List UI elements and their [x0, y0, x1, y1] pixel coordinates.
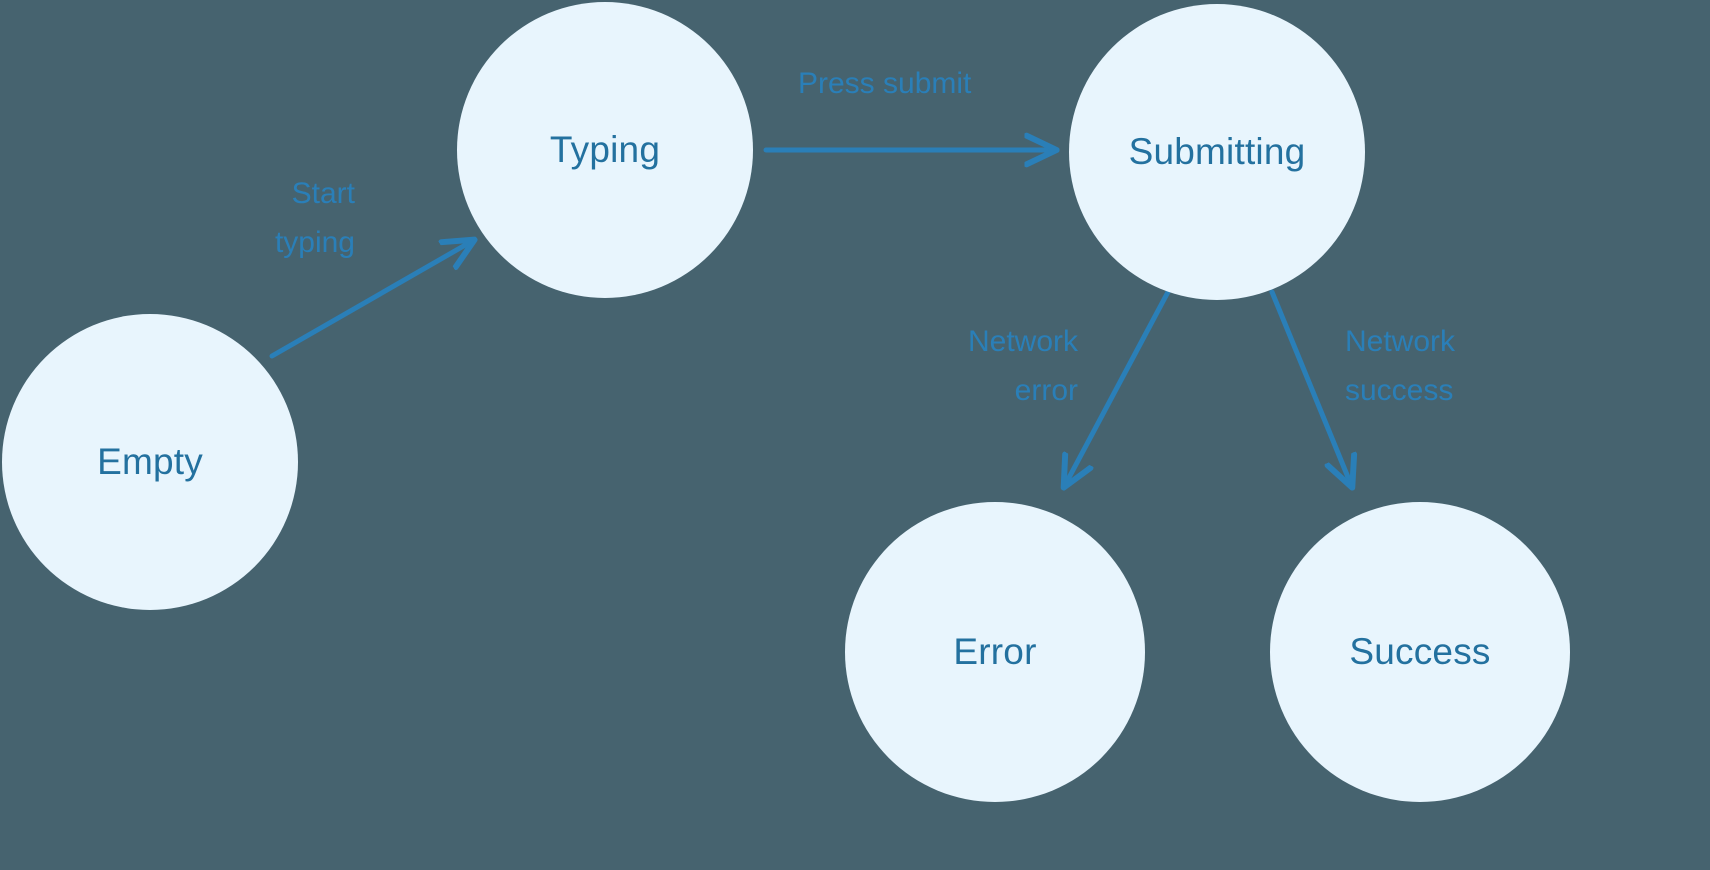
node-success-label: Success	[1349, 631, 1491, 672]
edge-label-network-success: Network success	[1345, 318, 1555, 415]
node-typing[interactable]: Typing	[457, 2, 753, 298]
node-submitting[interactable]: Submitting	[1069, 4, 1365, 300]
edge-label-start-typing: Start typing	[195, 170, 355, 267]
node-success[interactable]: Success	[1270, 502, 1570, 802]
edge-label-start-typing-line2: typing	[274, 225, 355, 259]
node-empty[interactable]: Empty	[2, 314, 298, 610]
edge-label-network-error-line2: error	[1014, 373, 1078, 407]
edge-submitting-to-error	[1064, 289, 1171, 487]
edge-label-press-submit: Press submit	[798, 60, 1058, 109]
edge-label-press-submit-line1: Press submit	[798, 67, 972, 100]
edge-label-network-error-line1: Network	[967, 325, 1078, 358]
edge-label-start-typing-line1: Start	[291, 177, 355, 210]
node-error-label: Error	[953, 631, 1037, 672]
node-error[interactable]: Error	[845, 502, 1145, 802]
edge-submitting-to-success	[1269, 289, 1352, 487]
edge-label-network-error: Network error	[920, 318, 1078, 415]
edge-label-network-success-line2: success	[1345, 373, 1454, 407]
node-empty-label: Empty	[97, 441, 203, 482]
edge-label-network-success-line1: Network	[1345, 325, 1456, 358]
node-submitting-label: Submitting	[1128, 131, 1306, 172]
node-typing-label: Typing	[549, 129, 661, 170]
